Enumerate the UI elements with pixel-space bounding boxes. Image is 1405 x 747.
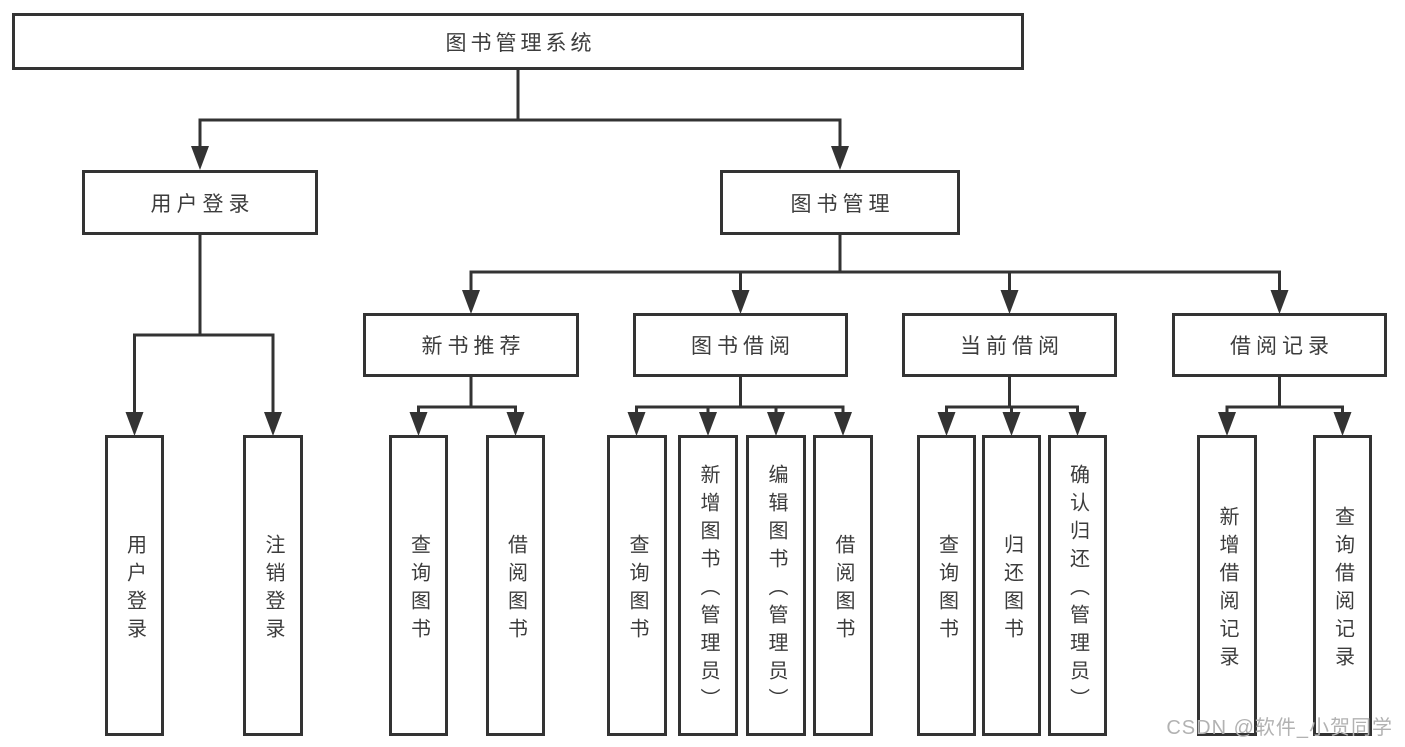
connector-book-mgmt-to-level3: [462, 233, 1289, 314]
node-root-library-system: 图书管理系统: [12, 13, 1024, 70]
node-borrow-record: 借阅记录: [1172, 313, 1387, 377]
node-leaf-nb-borrow-books: 借阅图书: [486, 435, 545, 736]
node-leaf-logout: 注销登录: [243, 435, 303, 736]
node-leaf-cb-return-books: 归还图书: [982, 435, 1041, 736]
node-leaf-bb-query-books: 查询图书: [607, 435, 667, 736]
node-leaf-nb-query-books: 查询图书: [389, 435, 448, 736]
connector-root-to-level2: [191, 68, 849, 170]
node-leaf-br-query-record: 查询借阅记录: [1313, 435, 1372, 736]
node-leaf-cb-confirm-return-admin: 确认归还（管理员）: [1048, 435, 1107, 736]
node-leaf-user-login: 用户登录: [105, 435, 164, 736]
node-book-borrow: 图书借阅: [633, 313, 848, 377]
connector-current-borrow-children: [937, 375, 1087, 436]
node-leaf-bb-borrow-books: 借阅图书: [813, 435, 873, 736]
connector-borrow-record-children: [1218, 375, 1352, 436]
node-new-book-recommend: 新书推荐: [363, 313, 579, 377]
node-leaf-cb-query-books: 查询图书: [917, 435, 976, 736]
node-leaf-bb-add-books-admin: 新增图书（管理员）: [678, 435, 738, 736]
csdn-watermark: CSDN @软件_小贺同学: [1166, 717, 1393, 739]
node-current-borrow: 当前借阅: [902, 313, 1117, 377]
node-leaf-br-add-record: 新增借阅记录: [1197, 435, 1257, 736]
node-book-management: 图书管理: [720, 170, 960, 235]
node-user-login: 用户登录: [82, 170, 318, 235]
connector-new-book-children: [409, 375, 525, 436]
node-leaf-bb-edit-books-admin: 编辑图书（管理员）: [746, 435, 806, 736]
connector-user-login-children: [125, 233, 282, 436]
connector-book-borrow-children: [627, 375, 852, 436]
